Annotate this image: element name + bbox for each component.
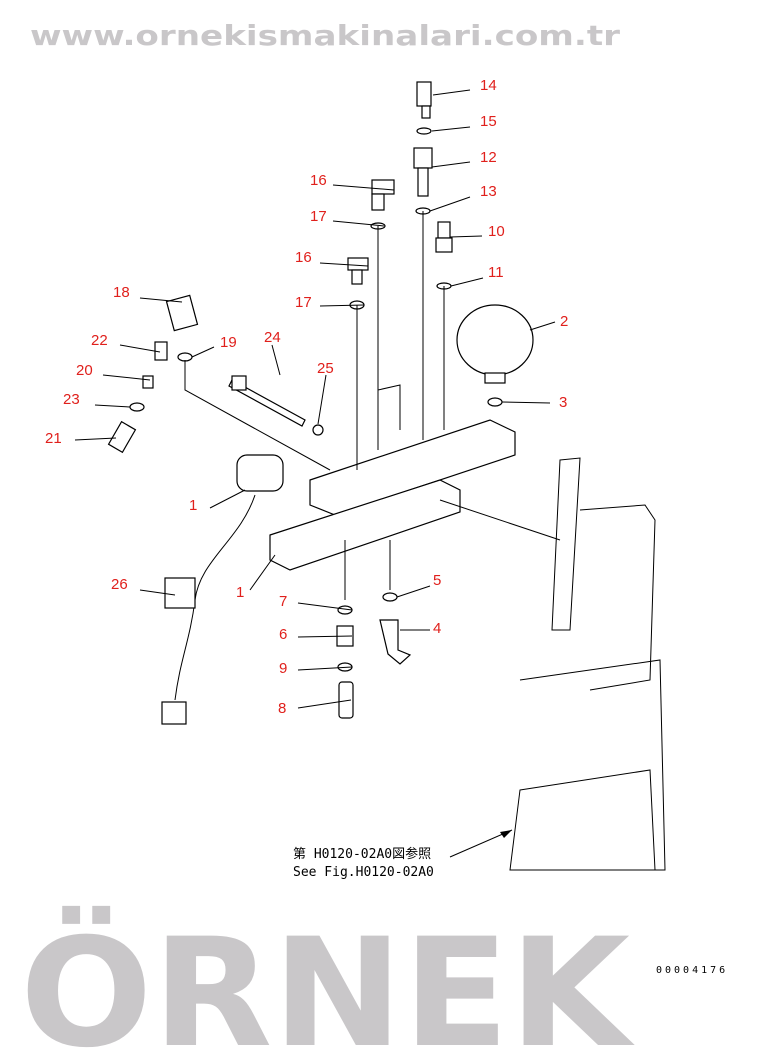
callout-18: 18 — [113, 284, 130, 301]
reference-note-jp: 第 H0120-02A0図参照 — [293, 846, 431, 862]
callout-7: 7 — [279, 593, 287, 610]
callout-17: 17 — [310, 208, 327, 225]
leader-lines — [74, 89, 556, 709]
callout-22: 22 — [91, 332, 108, 349]
callout-17b: 17 — [295, 294, 312, 311]
drawing-code: 00004176 — [656, 965, 728, 976]
callout-24: 24 — [264, 329, 281, 346]
callout-8: 8 — [278, 700, 286, 717]
callout-13: 13 — [480, 183, 497, 200]
callout-labels: 14 15 12 16 13 17 10 16 11 17 18 2 22 19… — [45, 77, 568, 717]
callout-10: 10 — [488, 223, 505, 240]
callout-4: 4 — [433, 620, 441, 637]
callout-1b: 1 — [236, 584, 244, 601]
callout-26: 26 — [111, 576, 128, 593]
callout-5: 5 — [433, 572, 441, 589]
callout-14: 14 — [480, 77, 497, 94]
reference-note-en: See Fig.H0120-02A0 — [293, 865, 434, 880]
callout-9: 9 — [279, 660, 287, 677]
callout-2: 2 — [560, 313, 568, 330]
callout-6: 6 — [279, 626, 287, 643]
callout-11: 11 — [488, 264, 504, 281]
watermark-brand: ÖRNEK — [20, 905, 635, 1049]
callout-1: 1 — [189, 497, 197, 514]
callout-23: 23 — [63, 391, 80, 408]
callout-15: 15 — [480, 113, 497, 130]
watermark-site: www.ornekismakinalari.com.tr — [30, 19, 620, 52]
part-drawings — [107, 81, 666, 871]
callout-16: 16 — [310, 172, 327, 189]
callout-16b: 16 — [295, 249, 312, 266]
callout-25: 25 — [317, 360, 334, 377]
callout-12: 12 — [480, 149, 497, 166]
callout-19: 19 — [220, 334, 237, 351]
callout-21: 21 — [45, 430, 62, 447]
callout-20: 20 — [76, 362, 93, 379]
callout-3: 3 — [559, 394, 567, 411]
